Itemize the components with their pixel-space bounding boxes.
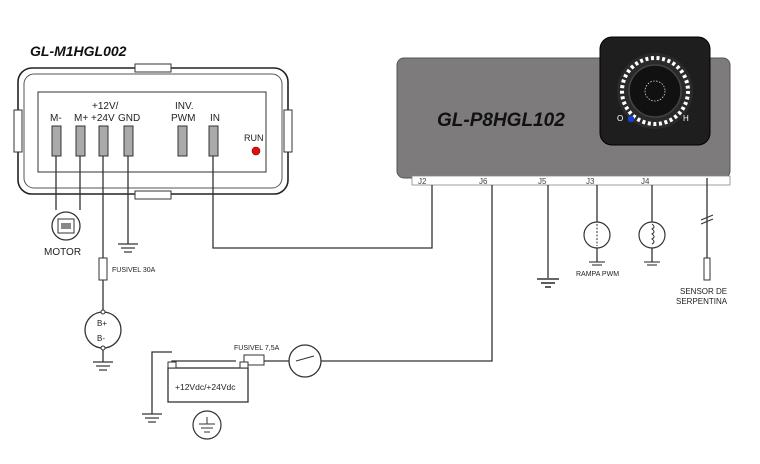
connector-j6: J6: [479, 177, 488, 186]
controller-title: GL-P8HGL102: [437, 110, 565, 131]
connector-j5: J5: [538, 177, 547, 186]
chassis-ground-icon: [192, 410, 222, 440]
battery-icon: [84, 309, 122, 351]
module-enclosure: [13, 63, 293, 200]
fuse-7-5a-icon: [243, 354, 265, 366]
ground-icon-battery: [93, 361, 113, 371]
knob-mark-off: O: [617, 114, 623, 123]
pin-label-m-plus: M+: [74, 113, 88, 124]
fuse-7-5a-label: FUSIVEL 7,5A: [234, 345, 280, 352]
pin-label-inv: INV.: [175, 101, 194, 112]
run-led: [251, 146, 261, 156]
sensor-label-line2: SERPENTINA: [676, 297, 728, 306]
fuse-30a-icon: [98, 257, 108, 281]
knob-indicator-icon: [627, 115, 635, 123]
pin-label-in: IN: [210, 113, 220, 124]
module-title: GL-M1HGL002: [30, 43, 127, 59]
ground-icon-j4: [644, 261, 660, 266]
pin-label-24v: +24V: [91, 113, 115, 124]
fuse-30a-label: FUSIVEL 30A: [112, 267, 156, 274]
ground-icon-j3: [589, 261, 605, 266]
sensor-label-line1: SENSOR DE: [680, 287, 727, 296]
battery-pos-label: B+: [97, 319, 107, 328]
pin-label-12v: +12V/: [92, 101, 119, 112]
knob-mark-hot: H: [683, 114, 689, 123]
ground-icon-j5: [537, 278, 559, 288]
connector-j4: J4: [641, 177, 650, 186]
connector-j2: J2: [418, 177, 427, 186]
switch-icon: [288, 344, 322, 378]
pin-label-gnd: GND: [118, 113, 140, 124]
pin-label-pwm: PWM: [171, 113, 195, 124]
battery-neg-label: B-: [97, 334, 105, 343]
motor-icon: [51, 211, 81, 241]
knob-panel: [599, 36, 711, 146]
connector-j3: J3: [586, 177, 595, 186]
motor-label: MOTOR: [44, 247, 81, 258]
wires: [55, 156, 708, 414]
pin-label-m-minus: M-: [50, 113, 62, 124]
battery-pack-label: +12Vdc/+24Vdc: [175, 382, 236, 392]
ground-icon-module: [118, 243, 138, 253]
rampa-pwm-icon: [583, 221, 611, 249]
battery-pack-icon: [167, 361, 249, 403]
rampa-pwm-label: RAMPA PWM: [576, 271, 619, 278]
run-label: RUN: [244, 133, 264, 143]
coil-icon: [638, 221, 666, 249]
ground-icon-pack: [142, 413, 162, 423]
sensor-probe-icon: [700, 214, 714, 281]
